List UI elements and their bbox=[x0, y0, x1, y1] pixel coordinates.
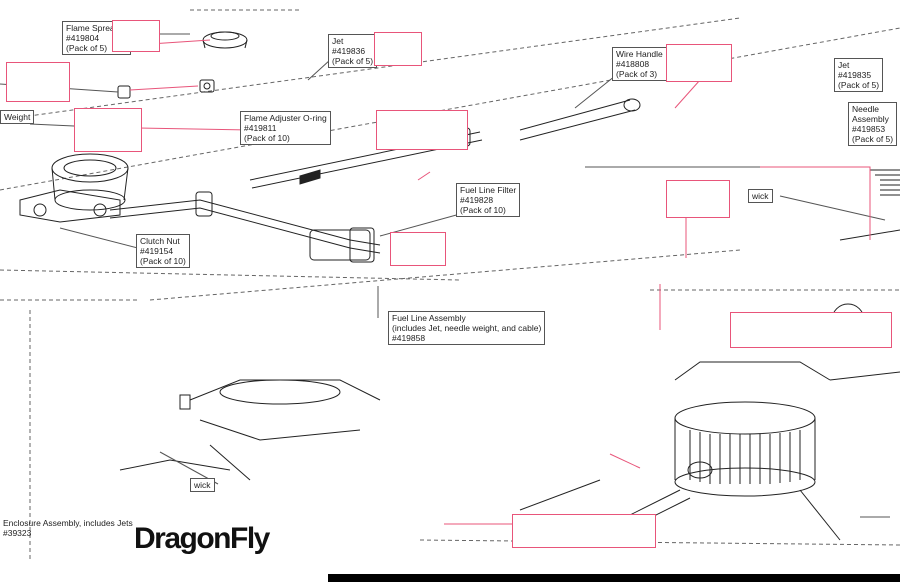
enclosure-left-part bbox=[119, 379, 381, 481]
label-part-number: #419835 bbox=[838, 70, 872, 80]
label-part-number: #419853 bbox=[852, 124, 886, 134]
label-includes: (includes Jet, needle weight, and cable) bbox=[392, 323, 542, 333]
callout-box-pink bbox=[374, 32, 422, 66]
label-part-number: #419804 bbox=[66, 33, 100, 43]
label-pack: (Pack of 10) bbox=[244, 133, 290, 143]
callout-box-pink bbox=[666, 180, 730, 218]
flame-spreader-part bbox=[202, 31, 248, 49]
label-wick-bottom: wick bbox=[190, 478, 215, 492]
label-part-number: #419858 bbox=[392, 333, 426, 343]
callout-box-pink bbox=[74, 108, 142, 152]
label-clutch-nut: Clutch Nut #419154 (Pack of 10) bbox=[136, 234, 190, 268]
callout-box-pink bbox=[666, 44, 732, 82]
label-title: wick bbox=[752, 191, 769, 201]
label-enclosure-assembly: Enclosure Assembly, includes Jets #39323 bbox=[0, 517, 136, 539]
label-title: wick bbox=[194, 480, 211, 490]
label-jet-right: Jet #419835 (Pack of 5) bbox=[834, 58, 884, 92]
label-part-number: #419811 bbox=[244, 123, 277, 133]
label-title: Jet bbox=[838, 60, 850, 70]
label-pack: (Pack of 3) bbox=[616, 69, 658, 79]
label-pack: (Pack of 5) bbox=[66, 43, 108, 53]
label-title: Needle bbox=[852, 104, 879, 114]
label-title: Flame Adjuster O-ring bbox=[244, 113, 327, 123]
label-title: Enclosure Assembly, includes Jets bbox=[3, 518, 133, 528]
label-part-number: #39323 bbox=[3, 528, 32, 538]
dragonfly-logo: DragonFly bbox=[134, 522, 270, 555]
label-title: Fuel Line Filter bbox=[460, 185, 517, 195]
callout-box-pink bbox=[112, 20, 160, 52]
label-fuel-line-assembly: Fuel Line Assembly (includes Jet, needle… bbox=[388, 311, 546, 345]
label-pack: (Pack of 5) bbox=[838, 80, 880, 90]
callout-box-pink bbox=[6, 62, 70, 102]
footer-bar bbox=[328, 574, 900, 582]
label-pack: (Pack of 5) bbox=[852, 134, 894, 144]
label-title: Fuel Line Assembly bbox=[392, 313, 466, 323]
pump-base-part bbox=[19, 189, 121, 223]
label-title: Wire Handle bbox=[616, 49, 663, 59]
label-title: Clutch Nut bbox=[140, 236, 180, 246]
label-subtitle: Assembly bbox=[852, 114, 889, 124]
label-part-number: #419154 bbox=[140, 246, 174, 256]
label-jet-top: Jet #419836 (Pack of 5) bbox=[328, 34, 378, 68]
callout-box-pink bbox=[376, 110, 468, 150]
label-wire-handle: Wire Handle #418808 (Pack of 3) bbox=[612, 47, 667, 81]
label-part-number: #419836 bbox=[332, 46, 366, 56]
label-part-number: #418808 bbox=[616, 59, 650, 69]
label-pack: (Pack of 10) bbox=[140, 256, 186, 266]
label-title: Weight bbox=[4, 112, 31, 122]
label-flame-adjuster-oring: Flame Adjuster O-ring #419811 (Pack of 1… bbox=[240, 111, 331, 145]
label-needle-assembly: Needle Assembly #419853 (Pack of 5) bbox=[848, 102, 898, 146]
label-part-number: #419828 bbox=[460, 195, 494, 205]
leader-lines-pink bbox=[129, 39, 871, 525]
wire-handle-part bbox=[519, 98, 641, 141]
callout-box-pink bbox=[730, 312, 892, 348]
callout-box-pink bbox=[390, 232, 446, 266]
label-pack: (Pack of 5) bbox=[332, 56, 374, 66]
jet-parts-top bbox=[117, 79, 215, 99]
label-fuel-line-filter: Fuel Line Filter #419828 (Pack of 10) bbox=[456, 183, 521, 217]
label-weight: Weight bbox=[0, 110, 35, 124]
label-pack: (Pack of 10) bbox=[460, 205, 506, 215]
label-title: Jet bbox=[332, 36, 344, 46]
explosion-guides bbox=[0, 9, 900, 560]
callout-box-pink bbox=[512, 514, 656, 548]
label-wick-right: wick bbox=[748, 189, 773, 203]
fuel-line-tube-part bbox=[109, 191, 381, 263]
label-title: Flame Spreader bbox=[66, 23, 127, 33]
